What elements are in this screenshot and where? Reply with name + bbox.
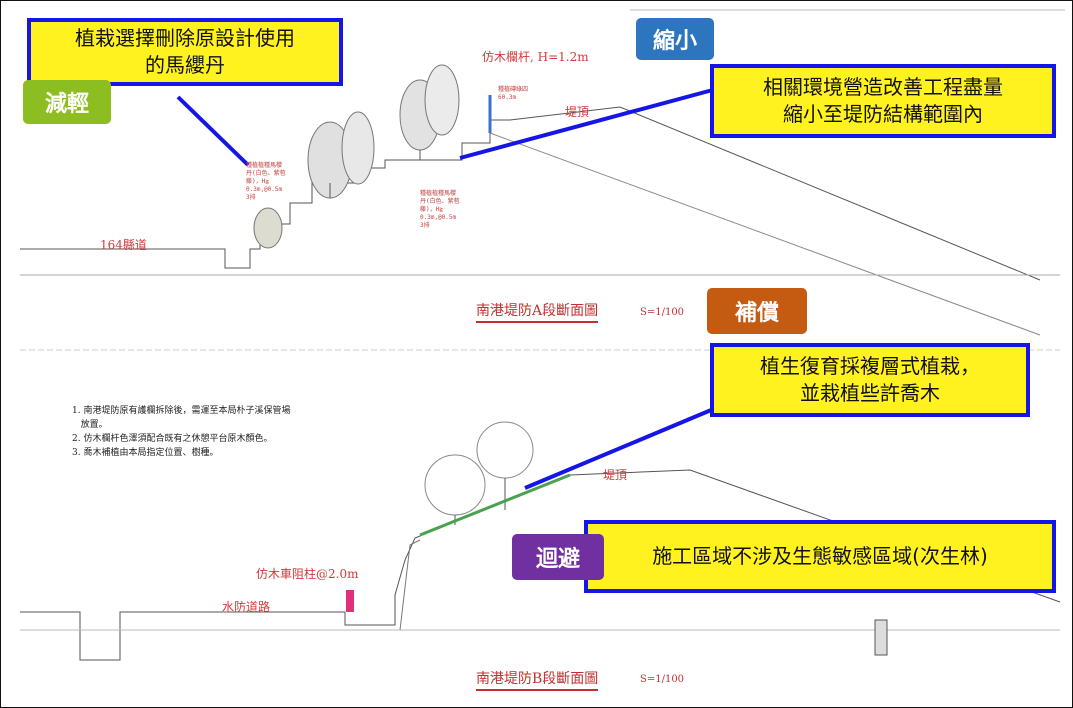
- plant-note-a-right: 種植植種馬櫻 丹(白色、紫苞 藤)，H≧ 0.3m,@0.5m 3排: [420, 190, 460, 229]
- callout-planting-selection: 植栽選擇刪除原設計使用 的馬纓丹: [27, 18, 343, 86]
- tag-compensate: 補償: [707, 288, 807, 334]
- flood-road: 水防道路: [222, 600, 271, 614]
- bollard-post: [346, 590, 354, 612]
- trees-section-a: [253, 64, 460, 249]
- section-a-scale: S=1/100: [640, 307, 685, 318]
- tag-avoid: 迴避: [512, 534, 604, 580]
- tag-reduce: 減輕: [23, 80, 111, 124]
- plant-note-a-left: 種植植種馬櫻 丹(白色、紫苞 藤)，H≧ 0.3m,@0.5m 3排: [246, 162, 286, 201]
- trees-section-b: [424, 421, 534, 525]
- callout-avoid-sensitive-area: 施工區域不涉及生態敏感區域(次生林): [584, 520, 1056, 593]
- planting-strip-b: [419, 473, 571, 537]
- note-line: 放置。: [72, 420, 108, 430]
- callout-vegetation-restoration: 植生復育採複層式植栽， 並栽植些許喬木: [710, 343, 1030, 417]
- road-164: 164縣道: [100, 238, 147, 252]
- note-line: 2. 仿木欄杆色澤須配合既有之休憩平台原木顏色。: [72, 434, 273, 444]
- railing-label: 仿木欄杆, H=1.2m: [482, 50, 589, 64]
- section-b-title: 南港堤防B段斷面圖: [476, 668, 599, 691]
- pointer-lines: [176, 86, 736, 490]
- note-line: 3. 喬木補植由本局指定位置、樹種。: [72, 448, 219, 458]
- section-a-title: 南港堤防A段斷面圖: [476, 300, 599, 323]
- levee-top-a: 堤頂: [565, 105, 590, 119]
- tag-minimize: 縮小: [636, 18, 714, 60]
- note-line: 1. 南港堤防原有護欄拆除後，需運至本局朴子溪保管場: [72, 406, 291, 416]
- levee-top-b: 堤頂: [603, 468, 628, 482]
- small-note-a: 種植磚綠四 60.3m: [498, 86, 529, 101]
- bollard-label: 仿木車阻柱@2.0m: [256, 567, 359, 581]
- general-notes: 1. 南港堤防原有護欄拆除後，需運至本局朴子溪保管場 放置。 2. 仿木欄杆色澤…: [72, 404, 290, 460]
- callout-minimize-scope: 相關環境營造改善工程盡量 縮小至堤防結構範圍內: [710, 64, 1056, 138]
- section-b-scale: S=1/100: [640, 674, 685, 685]
